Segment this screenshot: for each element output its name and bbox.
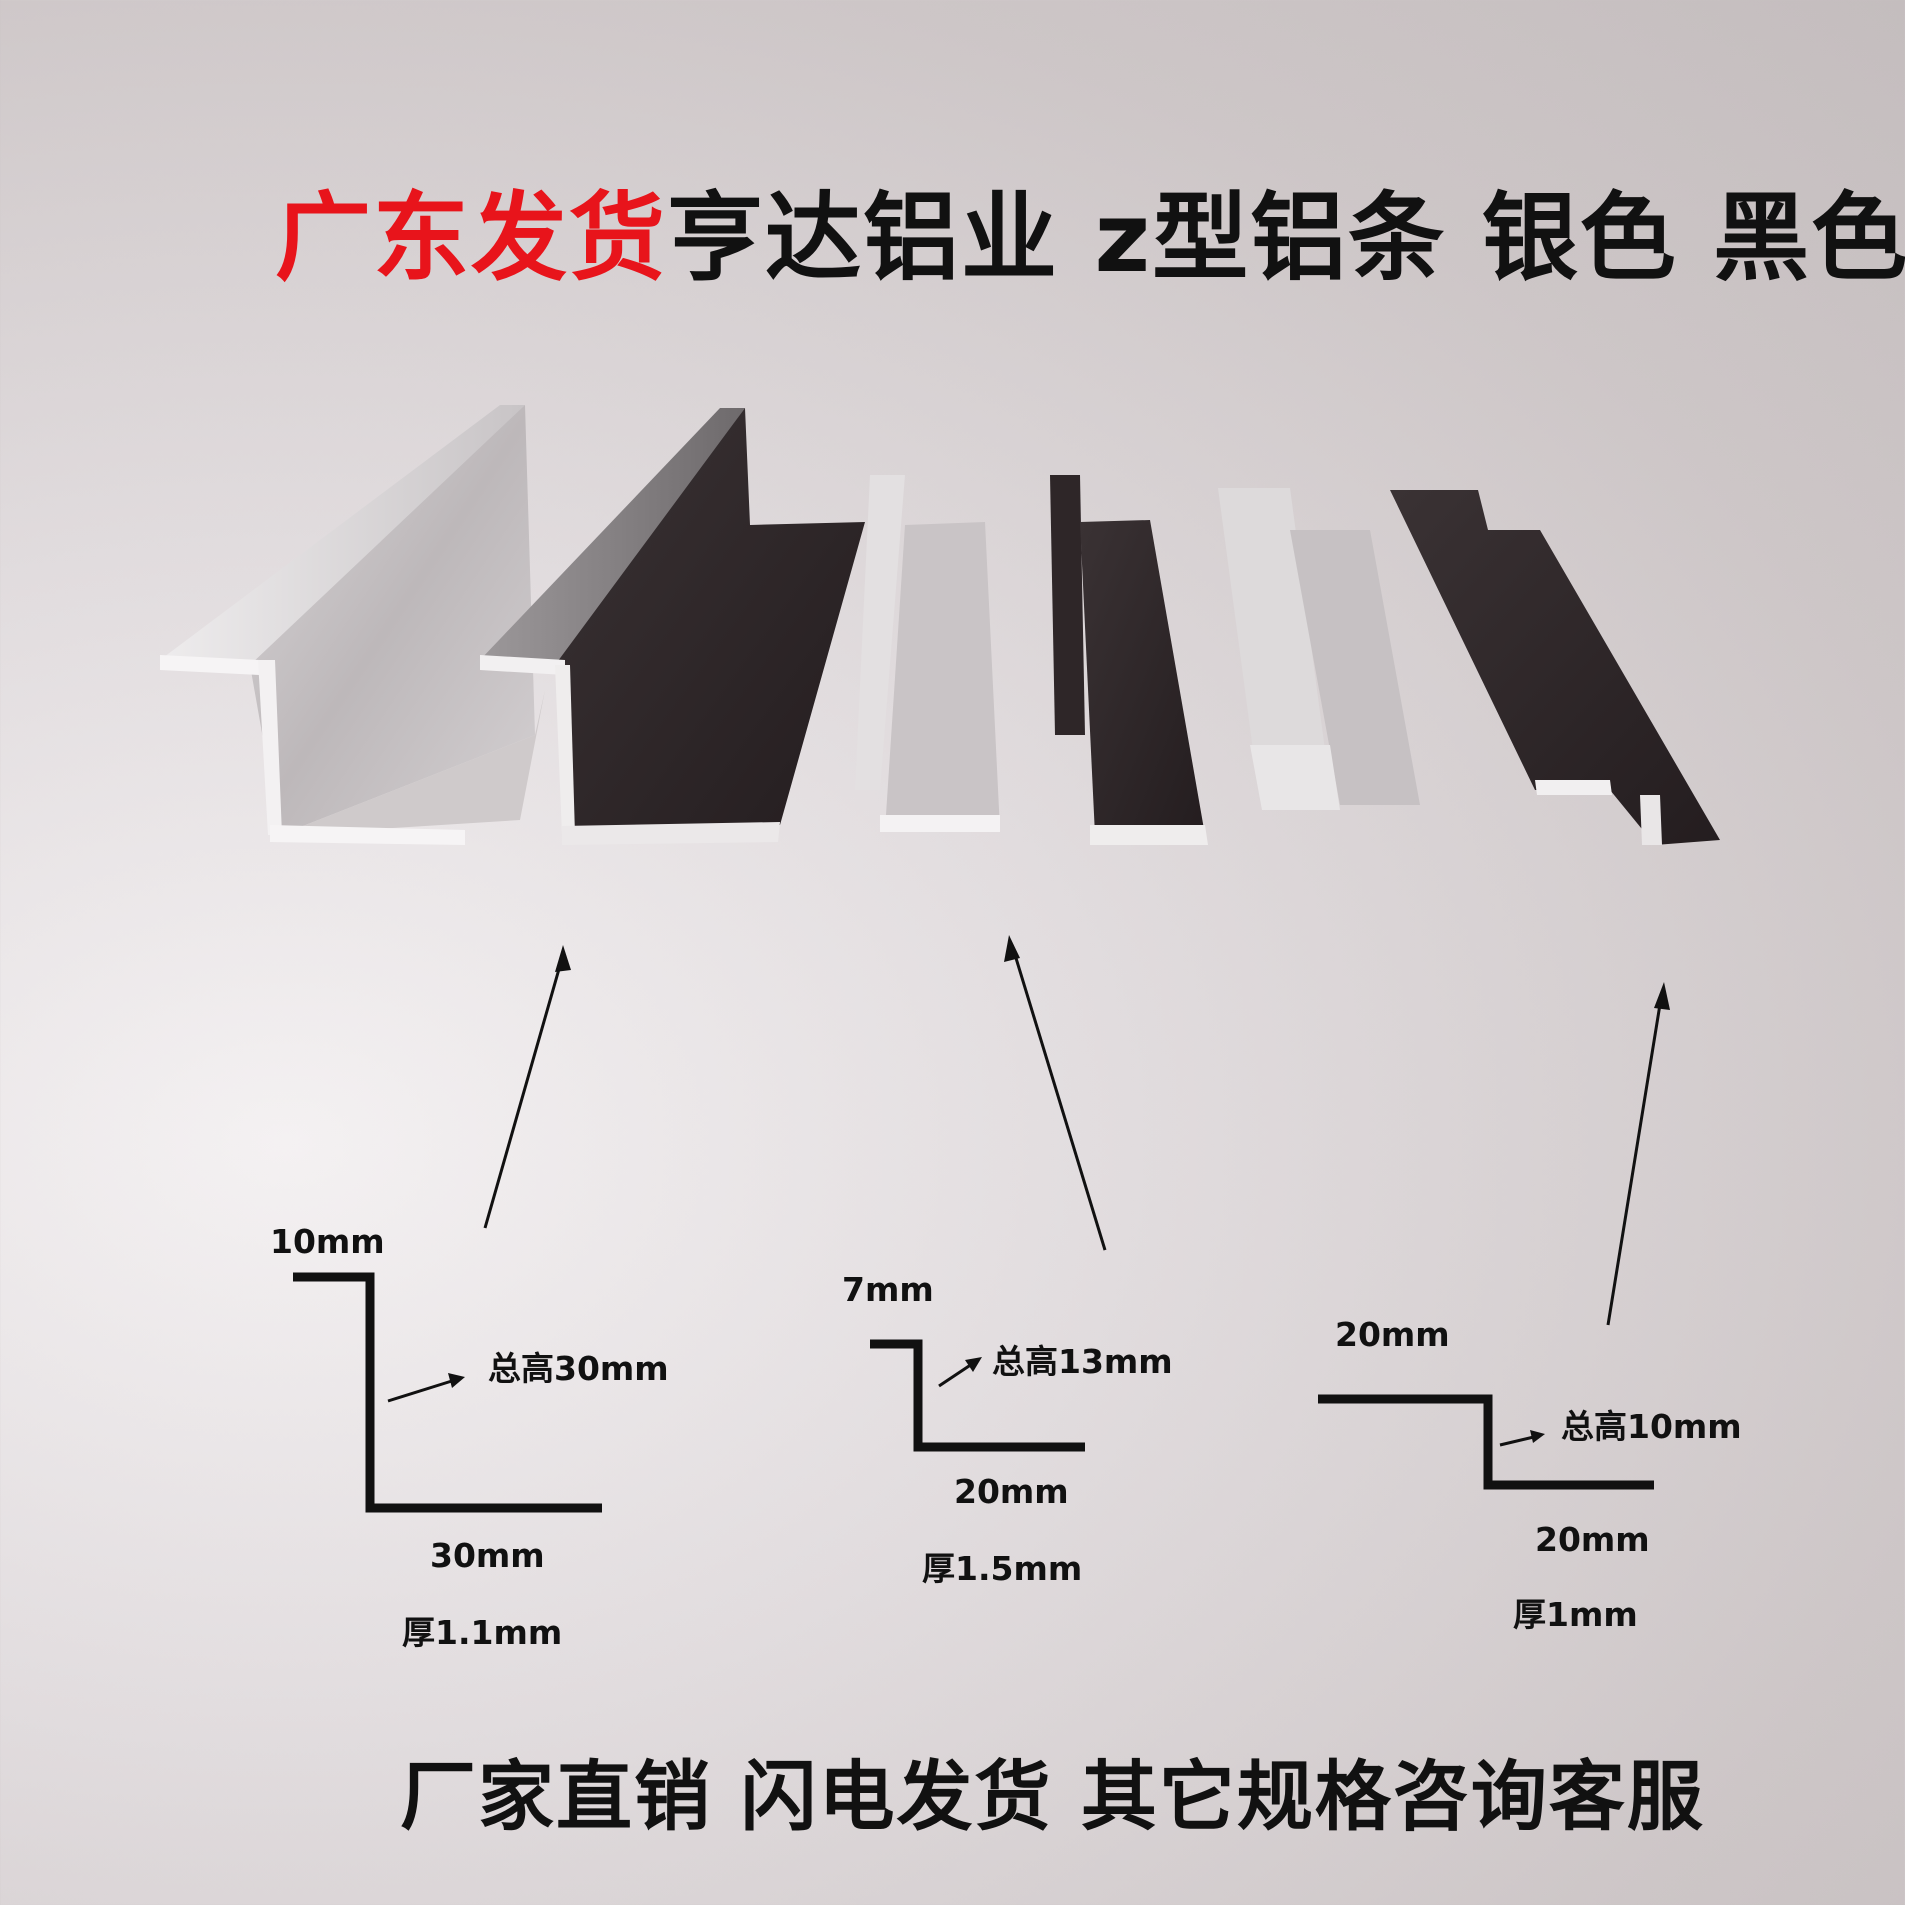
profile-2-total-height: 总高13mm [992, 1342, 1173, 1381]
profile-2-top-flange: 7mm [842, 1270, 934, 1309]
profile-3-thickness: 厚1mm [1513, 1595, 1638, 1634]
headline-rest: 亨达铝业 z型铝条 银色 黑色 [667, 182, 1905, 294]
silver-z-profile-small [855, 475, 1000, 832]
footer-slogan: 厂家直销 闪电发货 其它规格咨询客服 [400, 1752, 1705, 1841]
profile-3-total-height: 总高10mm [1561, 1407, 1742, 1446]
silver-z-profile-large [160, 405, 545, 845]
headline-highlight: 广东发货 [275, 182, 667, 294]
black-z-profile-small [1050, 475, 1208, 845]
pointer-arrow-1 [483, 945, 571, 1229]
profile-diagram-1 [293, 1272, 602, 1513]
profile-1-bottom-flange: 30mm [430, 1536, 545, 1575]
profile-1-top-flange: 10mm [270, 1222, 385, 1261]
profile-1-thickness: 厚1.1mm [402, 1613, 563, 1652]
black-z-profile-wide [1390, 490, 1720, 845]
profile-1-total-height: 总高30mm [488, 1349, 669, 1388]
pointer-arrow-2 [1004, 935, 1107, 1251]
silver-z-profile-wide [1218, 488, 1420, 810]
profile-2-thickness: 厚1.5mm [922, 1549, 1083, 1588]
profile-3-bottom-flange: 20mm [1535, 1520, 1650, 1559]
profile-diagram-3 [1318, 1394, 1654, 1490]
pointer-arrow-3 [1606, 982, 1670, 1326]
headline: 广东发货亨达铝业 z型铝条 银色 黑色 [275, 160, 1905, 299]
profile-3-top-flange: 20mm [1335, 1315, 1450, 1354]
profile-2-bottom-flange: 20mm [954, 1472, 1069, 1511]
profile-diagram-2 [870, 1339, 1085, 1452]
black-z-profile-large [480, 408, 865, 845]
